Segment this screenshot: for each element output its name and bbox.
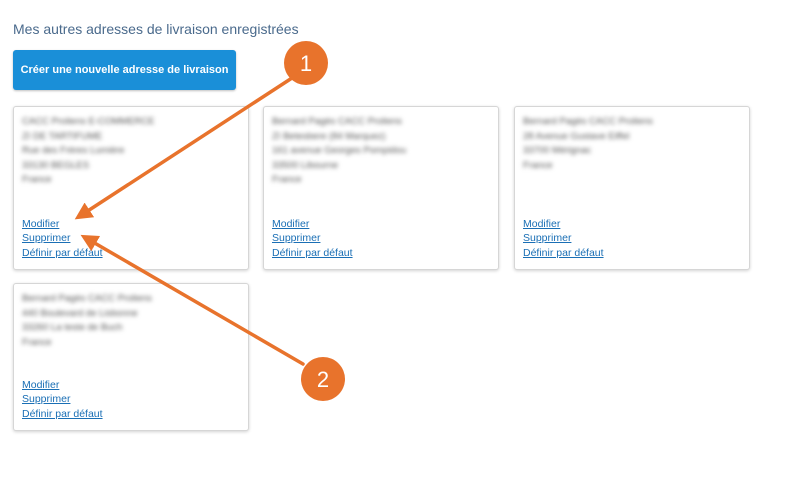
modify-link[interactable]: Modifier xyxy=(523,217,561,230)
create-address-button[interactable]: Créer une nouvelle adresse de livraison xyxy=(13,50,236,90)
page-title: Mes autres adresses de livraison enregis… xyxy=(13,21,299,37)
badge-2-label: 2 xyxy=(317,367,329,392)
set-default-link[interactable]: Définir par défaut xyxy=(523,246,604,259)
address-card: Bernard Pagès CACC Proliens ZI Betesbere… xyxy=(263,106,499,270)
address-card: CACC Proliens E-COMMERCE ZI DE TARTIFUME… xyxy=(13,106,249,270)
address-card: Bernard Pagès CACC Proliens 440 Boulevar… xyxy=(13,283,249,431)
address-line: Rue des Frères Lumière xyxy=(22,145,125,156)
annotation-badge-2: 2 xyxy=(301,357,345,401)
address-line: France xyxy=(523,159,553,171)
address-line: France xyxy=(272,174,302,185)
delete-link[interactable]: Supprimer xyxy=(523,232,572,244)
address-line: 33700 Mérignac xyxy=(523,145,592,156)
modify-link[interactable]: Modifier xyxy=(22,378,60,391)
address-line: ZI DE TARTIFUME xyxy=(22,130,103,142)
address-line: Bernard Pagès CACC Proliens xyxy=(523,116,653,127)
address-actions: Modifier Supprimer Définir par défaut xyxy=(272,217,353,261)
address-line: France xyxy=(22,174,52,185)
address-line: ZI Betesbere (84 Marquez) xyxy=(272,130,386,142)
modify-link[interactable]: Modifier xyxy=(272,217,310,230)
address-line: 33130 BEGLES xyxy=(22,159,90,171)
address-actions: Modifier Supprimer Définir par défaut xyxy=(22,217,103,261)
address-line: 440 Boulevard de Lisbonne xyxy=(22,307,138,319)
address-actions: Modifier Supprimer Définir par défaut xyxy=(22,378,103,422)
address-line: France xyxy=(22,336,52,348)
address-line: 33260 La teste de Buch xyxy=(22,322,123,333)
address-line: 28 Avenue Gustave Eiffel xyxy=(523,130,630,142)
address-line: 161 avenue Georges Pompidou xyxy=(272,145,407,156)
delete-link[interactable]: Supprimer xyxy=(22,232,71,244)
modify-link[interactable]: Modifier xyxy=(22,217,60,230)
address-line: CACC Proliens E-COMMERCE xyxy=(22,116,155,127)
set-default-link[interactable]: Définir par défaut xyxy=(22,246,103,259)
address-card: Bernard Pagès CACC Proliens 28 Avenue Gu… xyxy=(514,106,750,270)
annotation-badge-1: 1 xyxy=(284,41,328,85)
set-default-link[interactable]: Définir par défaut xyxy=(272,246,353,259)
badge-1-label: 1 xyxy=(300,51,312,76)
set-default-link[interactable]: Définir par défaut xyxy=(22,407,103,420)
delete-link[interactable]: Supprimer xyxy=(22,393,71,405)
address-actions: Modifier Supprimer Définir par défaut xyxy=(523,217,604,261)
address-line: Bernard Pagès CACC Proliens xyxy=(22,293,152,304)
address-line: 33500 Libourne xyxy=(272,159,339,171)
delete-link[interactable]: Supprimer xyxy=(272,232,321,244)
address-line: Bernard Pagès CACC Proliens xyxy=(272,116,402,127)
